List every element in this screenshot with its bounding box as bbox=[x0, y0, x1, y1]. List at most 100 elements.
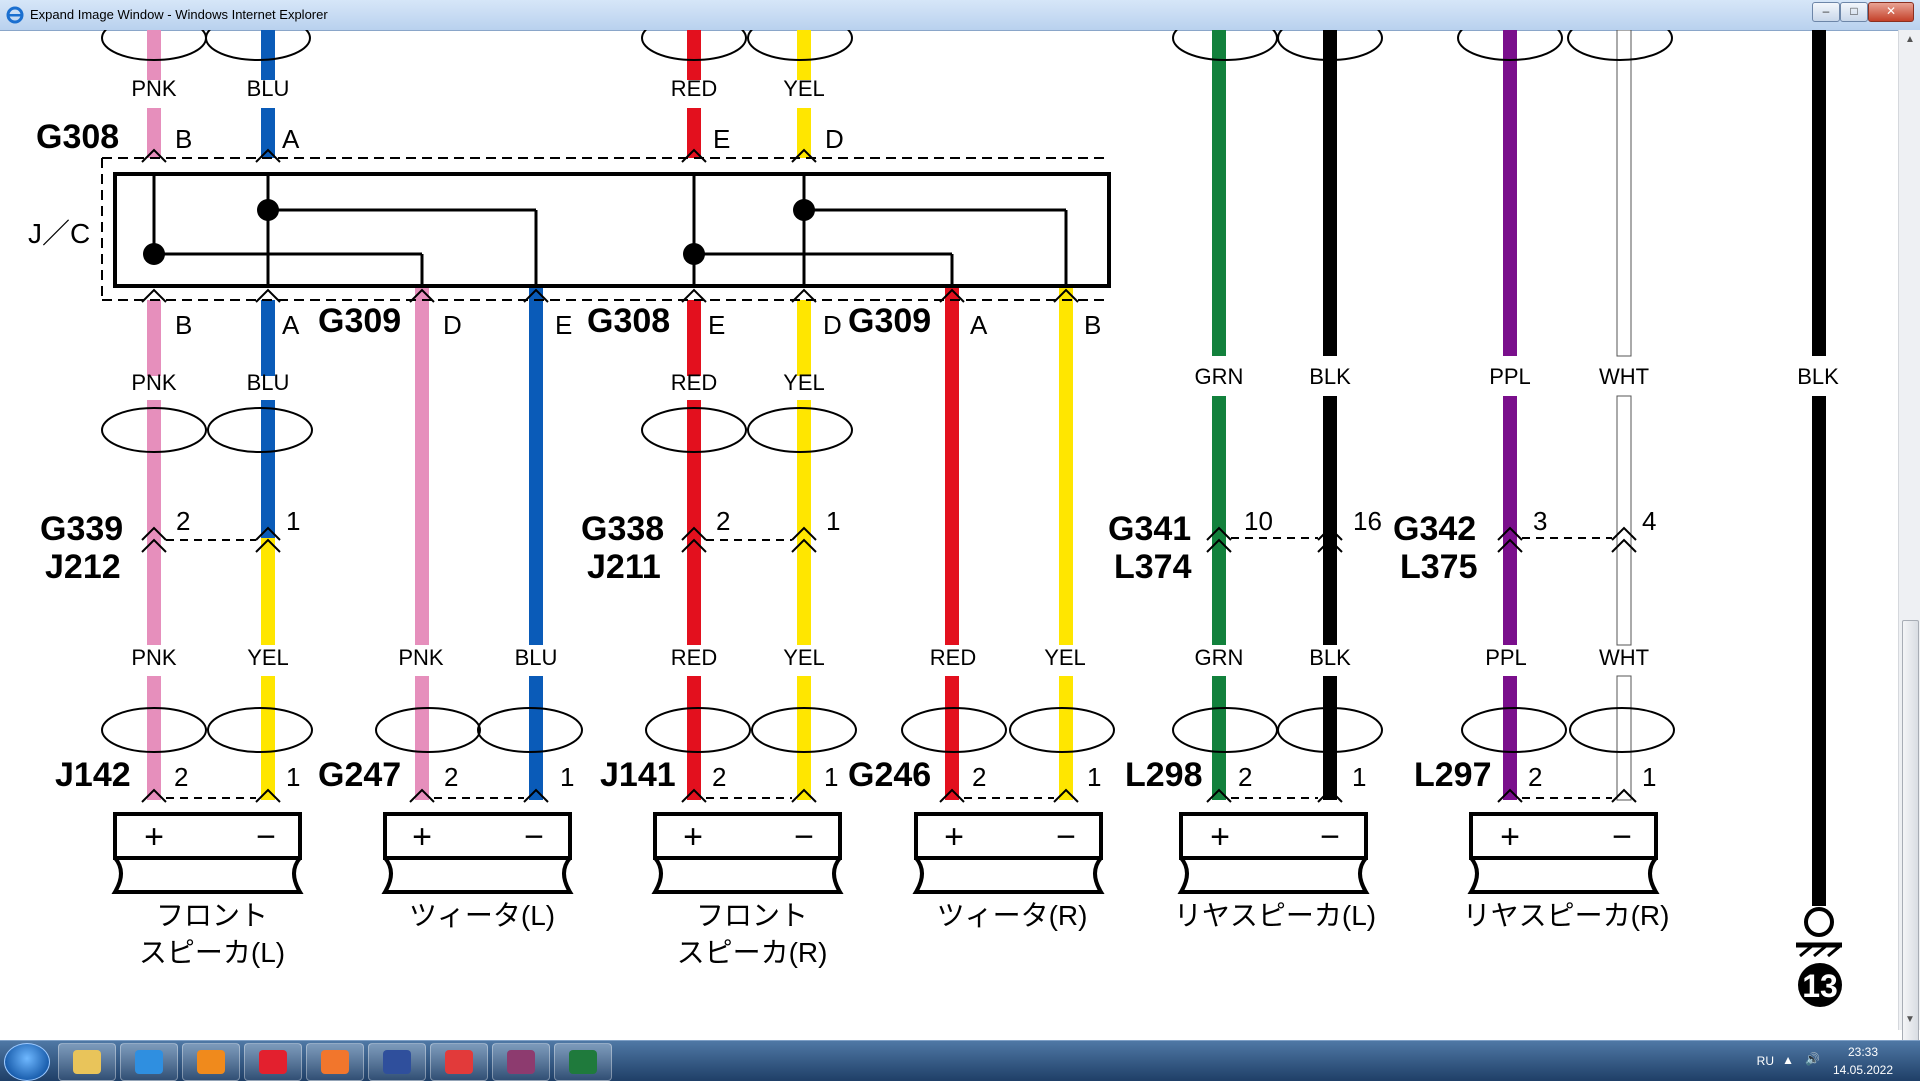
connector-chevron bbox=[255, 538, 281, 553]
internet-explorer-taskbar-button[interactable] bbox=[120, 1043, 178, 1081]
inline-connector-label: L374 bbox=[1114, 548, 1192, 586]
media-player-taskbar-button[interactable] bbox=[182, 1043, 240, 1081]
winrar-taskbar-button[interactable] bbox=[492, 1043, 550, 1081]
twisted-pair-ellipse bbox=[645, 707, 751, 753]
wire-color-label: GRN bbox=[1195, 364, 1244, 389]
connector-chevron bbox=[681, 288, 707, 303]
minus-terminal: − bbox=[524, 818, 544, 856]
connector-chevron bbox=[1053, 288, 1079, 303]
pin-number: 16 bbox=[1353, 506, 1382, 536]
twisted-pair-ellipse bbox=[477, 707, 583, 753]
wire-color-label: PNK bbox=[131, 370, 177, 395]
language-indicator[interactable]: RU bbox=[1756, 1054, 1774, 1068]
connector-chevron bbox=[1611, 526, 1637, 541]
firefox-taskbar-button[interactable] bbox=[306, 1043, 364, 1081]
start-button[interactable] bbox=[4, 1043, 50, 1081]
yandex-browser-taskbar-button[interactable] bbox=[430, 1043, 488, 1081]
wire-color-label: BLK bbox=[1309, 364, 1351, 389]
plus-terminal: + bbox=[683, 818, 703, 856]
pin-number: 1 bbox=[560, 762, 574, 792]
yandex-taskbar-button[interactable] bbox=[244, 1043, 302, 1081]
minus-terminal: − bbox=[1320, 818, 1340, 856]
speaker-connector-code: L298 bbox=[1125, 756, 1203, 794]
yandex-browser-icon bbox=[445, 1050, 473, 1074]
scroll-up-arrow[interactable]: ▲ bbox=[1905, 34, 1915, 45]
scroll-down-arrow[interactable]: ▼ bbox=[1905, 1014, 1915, 1025]
pin-number: 2 bbox=[174, 762, 188, 792]
folder-taskbar-button[interactable] bbox=[58, 1043, 116, 1081]
wire-color-label: PNK bbox=[131, 76, 177, 101]
pin-letter: A bbox=[970, 310, 988, 340]
pin-letter: A bbox=[282, 124, 300, 154]
connector-chevron bbox=[409, 788, 435, 803]
wire-wht bbox=[1616, 675, 1632, 801]
connector-chevron bbox=[1497, 788, 1523, 803]
clock-time[interactable]: 23:33 bbox=[1847, 1045, 1879, 1059]
ground-symbol: 13 bbox=[1796, 907, 1842, 1007]
connector-chevron bbox=[1317, 526, 1343, 541]
twisted-pair-ellipse bbox=[1009, 707, 1115, 753]
close-button[interactable]: ✕ bbox=[1868, 2, 1914, 22]
wiring-diagram-canvas: J／C G308 B A E D PNK BLU RED YEL G309 G3… bbox=[0, 15, 1898, 1030]
wire-color-label: PPL bbox=[1489, 364, 1531, 389]
pin-number: 2 bbox=[1238, 762, 1252, 792]
twisted-pair-ellipse bbox=[207, 407, 313, 453]
twisted-pair-ellipse bbox=[1461, 707, 1567, 753]
wire-color-label: BLU bbox=[515, 645, 558, 670]
speaker-tweeter-right: G246 2 1 + − ツィータ(R) bbox=[848, 756, 1101, 931]
connector-chevron bbox=[1206, 538, 1232, 553]
wire-color-label: YEL bbox=[783, 76, 825, 101]
connector-label-g309: G309 bbox=[318, 302, 401, 340]
pin-letter: D bbox=[443, 310, 462, 340]
connector-chevron bbox=[791, 538, 817, 553]
folder-icon bbox=[73, 1050, 101, 1074]
taskbar: RU ▲ 🔊 23:33 14.05.2022 bbox=[0, 1040, 1920, 1081]
vertical-scrollbar[interactable]: ▲ ▼ bbox=[1898, 30, 1920, 1062]
floppy-disk-taskbar-button[interactable] bbox=[368, 1043, 426, 1081]
speaker-body bbox=[1467, 856, 1660, 894]
jc-label: J／C bbox=[28, 218, 90, 249]
pin-letter: A bbox=[282, 310, 300, 340]
window-title: Expand Image Window - Windows Internet E… bbox=[30, 7, 328, 22]
connector-chevron bbox=[141, 788, 167, 803]
volume-icon[interactable]: 🔊 bbox=[1805, 1052, 1820, 1066]
pin-number: 4 bbox=[1642, 506, 1656, 536]
speaker-terminal-block bbox=[383, 812, 572, 860]
excel-taskbar-button[interactable] bbox=[554, 1043, 612, 1081]
pin-letter: B bbox=[175, 124, 192, 154]
connector-chevron bbox=[1053, 788, 1079, 803]
connector-chevron bbox=[1206, 526, 1232, 541]
wire-color-label: RED bbox=[671, 645, 717, 670]
ground-number: 13 bbox=[1802, 968, 1838, 1004]
connector-chevron bbox=[681, 526, 707, 541]
splice-dot bbox=[143, 243, 165, 265]
connector-chevron bbox=[141, 538, 167, 553]
twisted-pair-ellipse bbox=[641, 407, 747, 453]
wire-color-label: WHT bbox=[1599, 364, 1649, 389]
clock-date[interactable]: 14.05.2022 bbox=[1832, 1063, 1894, 1077]
connector-chevron bbox=[141, 526, 167, 541]
wire-color-label: BLU bbox=[247, 370, 290, 395]
inline-connector-label: J211 bbox=[587, 548, 661, 586]
twisted-pair-ellipse bbox=[901, 707, 1007, 753]
inline-connector-label: L375 bbox=[1400, 548, 1478, 586]
plus-terminal: + bbox=[144, 818, 164, 856]
minimize-button[interactable]: – bbox=[1812, 2, 1840, 22]
connector-chevron bbox=[409, 288, 435, 303]
wire-color-label: RED bbox=[930, 645, 976, 670]
speaker-body bbox=[381, 856, 574, 894]
wire-wht bbox=[1616, 395, 1632, 646]
speaker-name: リヤスピーカ(L) bbox=[1174, 900, 1376, 931]
connector-chevron bbox=[1611, 788, 1637, 803]
connector-chevron bbox=[1206, 788, 1232, 803]
speaker-terminal-block bbox=[1179, 812, 1368, 860]
connector-chevron bbox=[141, 148, 167, 163]
tray-expand-icon[interactable]: ▲ bbox=[1782, 1053, 1794, 1067]
pin-letter: D bbox=[823, 310, 842, 340]
splice-dot bbox=[683, 243, 705, 265]
scroll-thumb[interactable] bbox=[1902, 620, 1919, 1062]
maximize-button[interactable]: □ bbox=[1840, 2, 1868, 22]
connector-chevron bbox=[939, 788, 965, 803]
wire-wht bbox=[1616, 29, 1632, 357]
twisted-pair-ellipse bbox=[101, 707, 207, 753]
